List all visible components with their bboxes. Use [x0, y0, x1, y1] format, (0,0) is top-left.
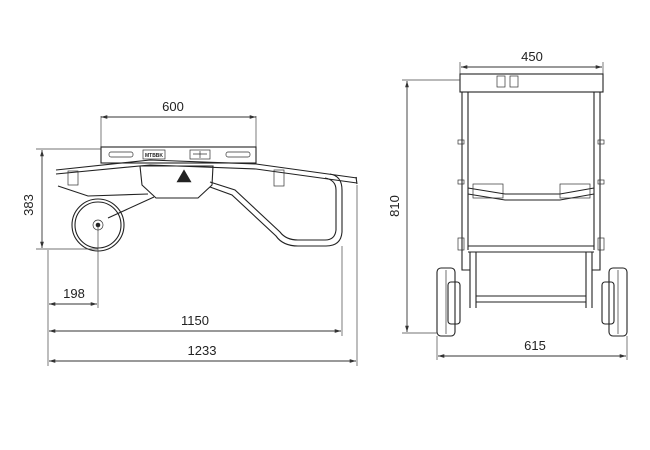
dimension-1233: 1233	[47, 185, 358, 366]
dimension-label-600: 600	[162, 99, 184, 114]
handle-bars	[55, 159, 358, 187]
top-plate: MTBBK	[100, 146, 257, 164]
side-view: 600 MTBBK	[21, 99, 358, 366]
front-top-bar	[459, 73, 604, 93]
frame-tubes	[57, 173, 343, 247]
dimension-600: 600	[100, 99, 257, 160]
dimension-label-1150: 1150	[181, 313, 209, 328]
dimension-label-615: 615	[524, 338, 546, 353]
front-left-wheel	[436, 267, 461, 337]
dimension-label-1233: 1233	[188, 343, 217, 358]
brand-plate-label: MTBBK	[145, 153, 163, 159]
dimension-label-383: 383	[21, 194, 36, 216]
dimension-label-810: 810	[387, 195, 402, 217]
front-uprights	[457, 92, 605, 251]
dimension-label-198: 198	[63, 286, 85, 301]
dimension-615: 615	[436, 336, 628, 360]
dimension-450: 450	[459, 49, 604, 80]
center-housing	[139, 165, 214, 199]
front-right-wheel	[601, 267, 628, 337]
front-middle-handles	[467, 183, 595, 201]
front-lower-frame	[461, 245, 601, 308]
dimension-1150: 1150	[47, 246, 343, 336]
dimension-198: 198	[47, 226, 99, 308]
front-view: 450	[387, 49, 628, 360]
dimension-383: 383	[21, 148, 101, 250]
dimension-label-450: 450	[521, 49, 543, 64]
dimension-810: 810	[387, 79, 460, 334]
